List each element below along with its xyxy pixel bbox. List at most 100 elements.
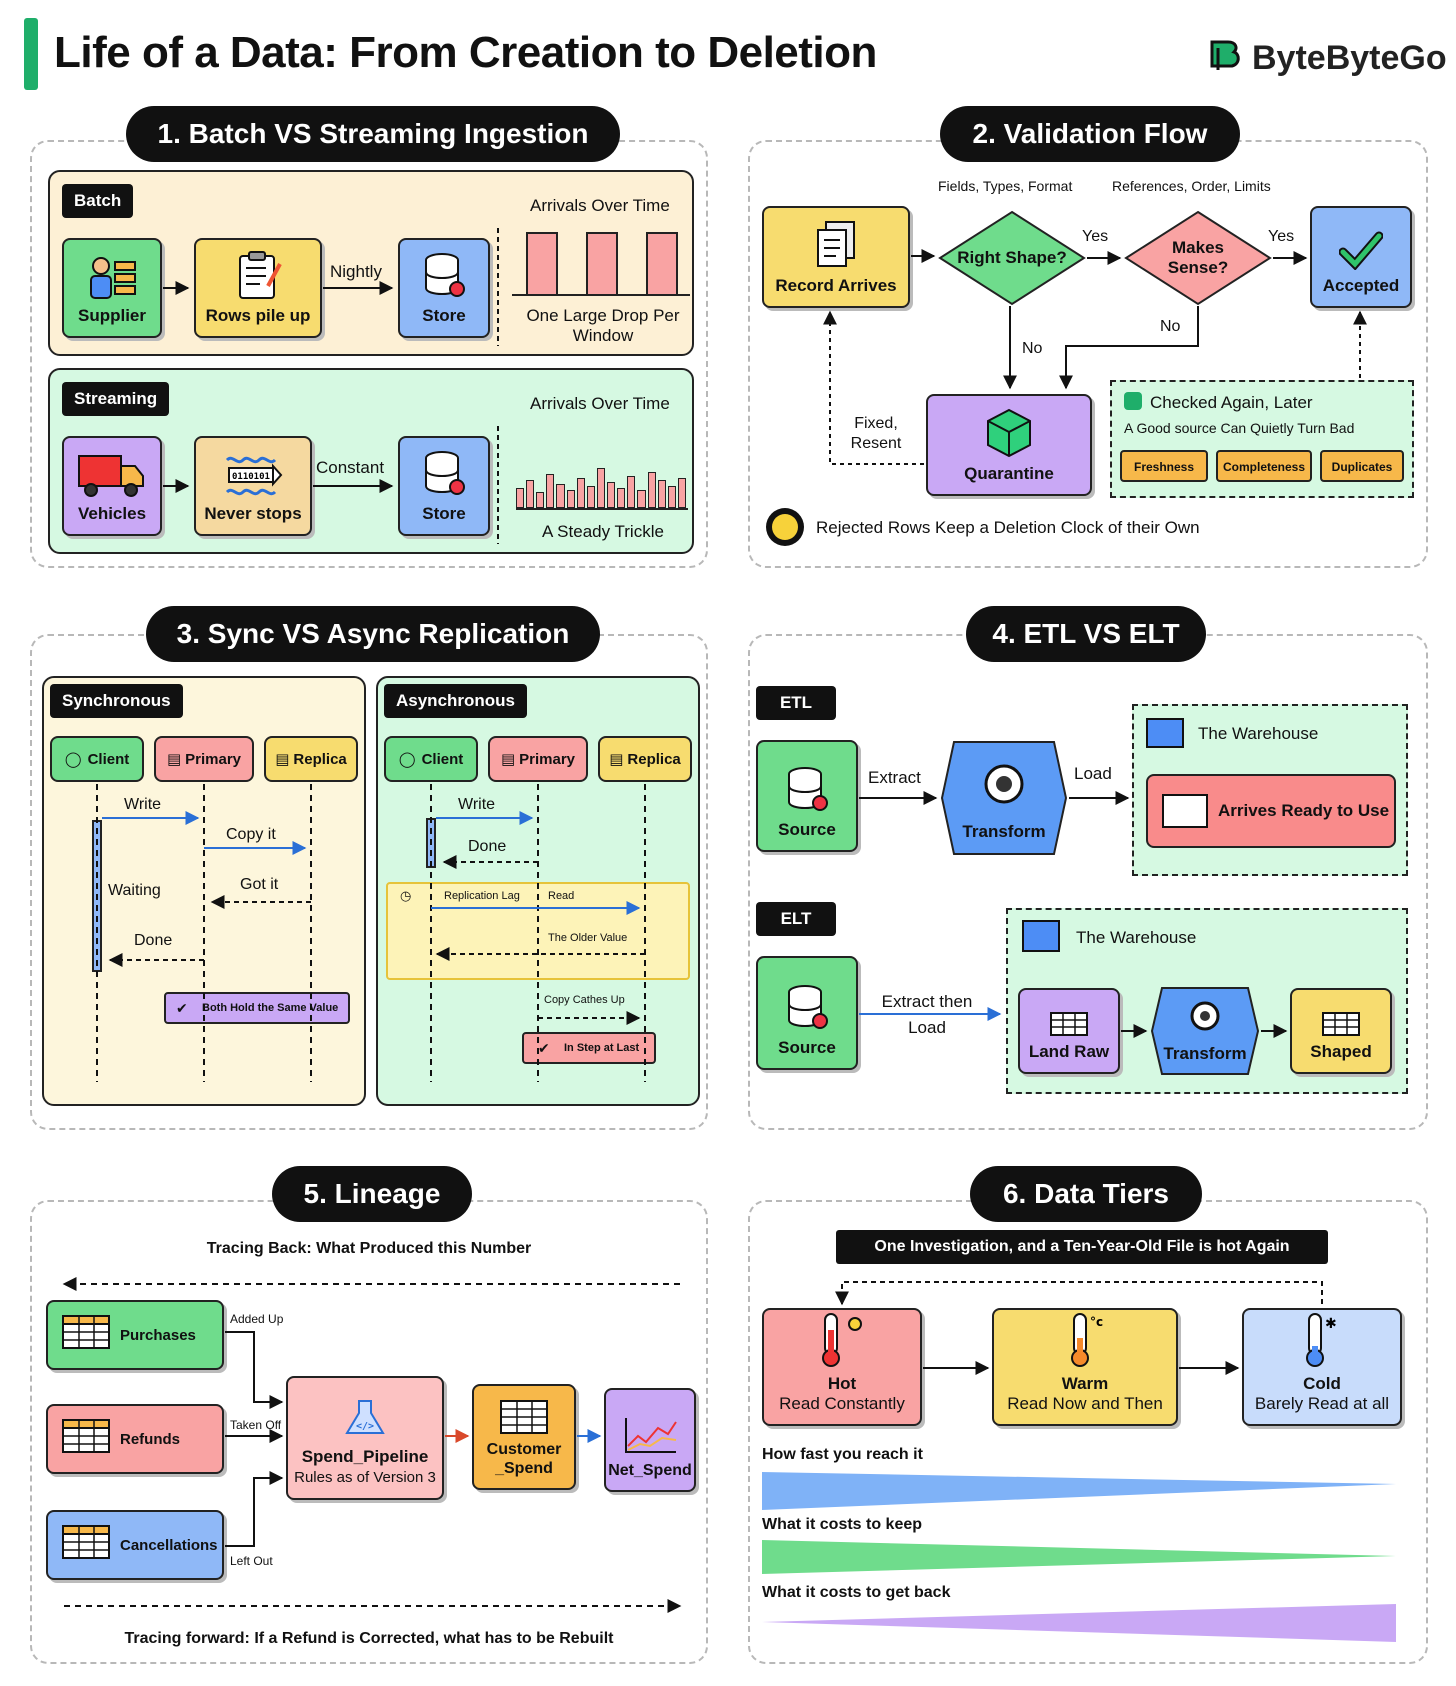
brand-icon	[1210, 40, 1240, 70]
trickle-bar	[667, 486, 676, 508]
replication-lag-zone	[386, 882, 690, 980]
database-icon: ▤	[275, 751, 290, 768]
svg-text:°c: °c	[1090, 1315, 1103, 1329]
purchases-node[interactable]: Purchases	[46, 1300, 224, 1370]
chip-freshness[interactable]: Freshness	[1120, 450, 1208, 482]
supplier-icon	[90, 257, 136, 299]
elt-source-label: Source	[778, 1038, 836, 1057]
async-client-label: Client	[421, 750, 464, 768]
database-icon	[788, 767, 828, 811]
hot-tier-node[interactable]: Hot Read Constantly	[762, 1308, 922, 1426]
async-replica-header: ▤Replica	[598, 736, 692, 782]
elt-transform-label: Transform	[1163, 1044, 1247, 1063]
shaped-node[interactable]: Shaped	[1290, 988, 1392, 1074]
trickle-bar	[607, 482, 616, 508]
elt-warehouse-label: The Warehouse	[1076, 928, 1197, 947]
etl-tag: ETL	[756, 686, 836, 720]
section-6-title: 6. Data Tiers	[970, 1166, 1202, 1222]
in-step-label: In Step at Last	[564, 1042, 640, 1054]
async-client-header: ◯Client	[384, 736, 478, 782]
supplier-node[interactable]: Supplier	[62, 238, 162, 338]
async-write-label: Write	[458, 796, 496, 813]
hot-sub-label: Read Constantly	[779, 1394, 905, 1413]
trickle-bar	[647, 472, 656, 508]
async-tag: Asynchronous	[384, 684, 528, 718]
batch-store-node[interactable]: Store	[398, 238, 490, 338]
trickle-baseline	[516, 508, 688, 510]
truck-icon	[78, 455, 144, 497]
chart-icon	[625, 1418, 677, 1453]
check-icon: ✔	[176, 1000, 188, 1016]
thermometer-hot-icon	[822, 1313, 862, 1367]
customer-spend-node[interactable]: Customer _Spend	[472, 1384, 576, 1490]
etl-transform-node[interactable]: Transform	[940, 740, 1068, 856]
table-icon	[1050, 1012, 1088, 1036]
investigation-banner: One Investigation, and a Ten-Year-Old Fi…	[836, 1230, 1328, 1264]
stream-store-node[interactable]: Store	[398, 436, 490, 536]
accepted-label: Accepted	[1322, 276, 1400, 295]
spend-pipeline-node[interactable]: </> Spend_Pipeline Rules as of Version 3	[286, 1376, 444, 1500]
section-4-title: 4. ETL VS ELT	[966, 606, 1206, 662]
sync-replica-header: ▤Replica	[264, 736, 358, 782]
brand-logo: ByteByteGo	[1208, 38, 1447, 78]
fast-reach-label: How fast you reach it	[762, 1446, 923, 1463]
sync-done-label: Done	[134, 932, 173, 949]
svg-text:</>: </>	[356, 1421, 374, 1432]
async-replica-label: Replica	[627, 750, 681, 768]
lag-label: Replication Lag	[444, 890, 520, 902]
brand-name: ByteByteGo	[1252, 38, 1447, 77]
accepted-node[interactable]: Accepted	[1310, 206, 1412, 308]
etl-source-node[interactable]: Source	[756, 740, 858, 852]
arrives-ready-node[interactable]: Arrives Ready to Use	[1146, 774, 1396, 848]
cold-tier-node[interactable]: ✱ Cold Barely Read at all	[1242, 1308, 1402, 1426]
chip-completeness[interactable]: Completeness	[1216, 450, 1312, 482]
sync-gotit-label: Got it	[240, 876, 279, 893]
right-shape-decision[interactable]: Right Shape?	[938, 210, 1086, 306]
stream-store-label: Store	[422, 504, 466, 523]
quarantine-node[interactable]: Quarantine	[926, 394, 1092, 496]
never-stops-node[interactable]: 0110101 Never stops	[194, 436, 312, 536]
etl-warehouse-label: The Warehouse	[1198, 724, 1319, 743]
customer-spend-label-2: _Spend	[495, 1460, 553, 1477]
older-value-label: The Older Value	[548, 932, 628, 944]
sync-waiting-label: Waiting	[108, 882, 161, 899]
checked-later-title: Checked Again, Later	[1150, 393, 1313, 412]
warm-tier-node[interactable]: °c Warm Read Now and Then	[992, 1308, 1178, 1426]
trickle-bar	[556, 484, 565, 508]
trickle-bar	[546, 474, 555, 508]
refunds-node[interactable]: Refunds	[46, 1404, 224, 1474]
land-raw-node[interactable]: Land Raw	[1018, 988, 1120, 1074]
etl-transform-label: Transform	[962, 822, 1046, 841]
table-icon	[62, 1525, 110, 1559]
batch-bar	[646, 232, 678, 296]
vehicles-node[interactable]: Vehicles	[62, 436, 162, 536]
clipboard-icon	[239, 251, 282, 299]
record-arrives-node[interactable]: Record Arrives	[762, 206, 910, 308]
flask-code-icon: </>	[345, 1400, 385, 1434]
rows-node[interactable]: Rows pile up	[194, 238, 322, 338]
section-1-title: 1. Batch VS Streaming Ingestion	[126, 106, 620, 162]
customer-spend-label-1: Customer	[486, 1441, 562, 1458]
chip-duplicates[interactable]: Duplicates	[1320, 450, 1404, 482]
elt-transform-node[interactable]: Transform	[1150, 986, 1260, 1076]
sync-primary-header: ▤Primary	[154, 736, 254, 782]
svg-text:✱: ✱	[1325, 1316, 1337, 1332]
async-primary-header: ▤Primary	[488, 736, 588, 782]
makes-sense-decision[interactable]: Makes Sense?	[1124, 210, 1272, 306]
stream-icon: 0110101	[225, 456, 283, 496]
cancellations-node[interactable]: Cancellations	[46, 1510, 224, 1580]
sync-primary-label: Primary	[185, 750, 242, 768]
in-step-badge: ✔In Step at Last	[522, 1032, 656, 1064]
cost-keep-label: What it costs to keep	[762, 1516, 923, 1533]
net-spend-node[interactable]: Net_Spend	[604, 1388, 696, 1492]
checked-later-sub: A Good source Can Quietly Turn Bad	[1124, 420, 1355, 436]
elt-tag: ELT	[756, 902, 836, 936]
stream-code: 0110101	[232, 472, 270, 482]
stream-chart-title: Arrivals Over Time	[530, 394, 670, 413]
sync-copy-label: Copy it	[226, 826, 276, 843]
cold-sub-label: Barely Read at all	[1254, 1394, 1390, 1413]
trickle-bar	[596, 468, 606, 508]
trickle-bar	[576, 478, 585, 508]
elt-source-node[interactable]: Source	[756, 956, 858, 1070]
sync-both-hold-badge: ✔Both Hold the Same Value	[164, 992, 350, 1024]
